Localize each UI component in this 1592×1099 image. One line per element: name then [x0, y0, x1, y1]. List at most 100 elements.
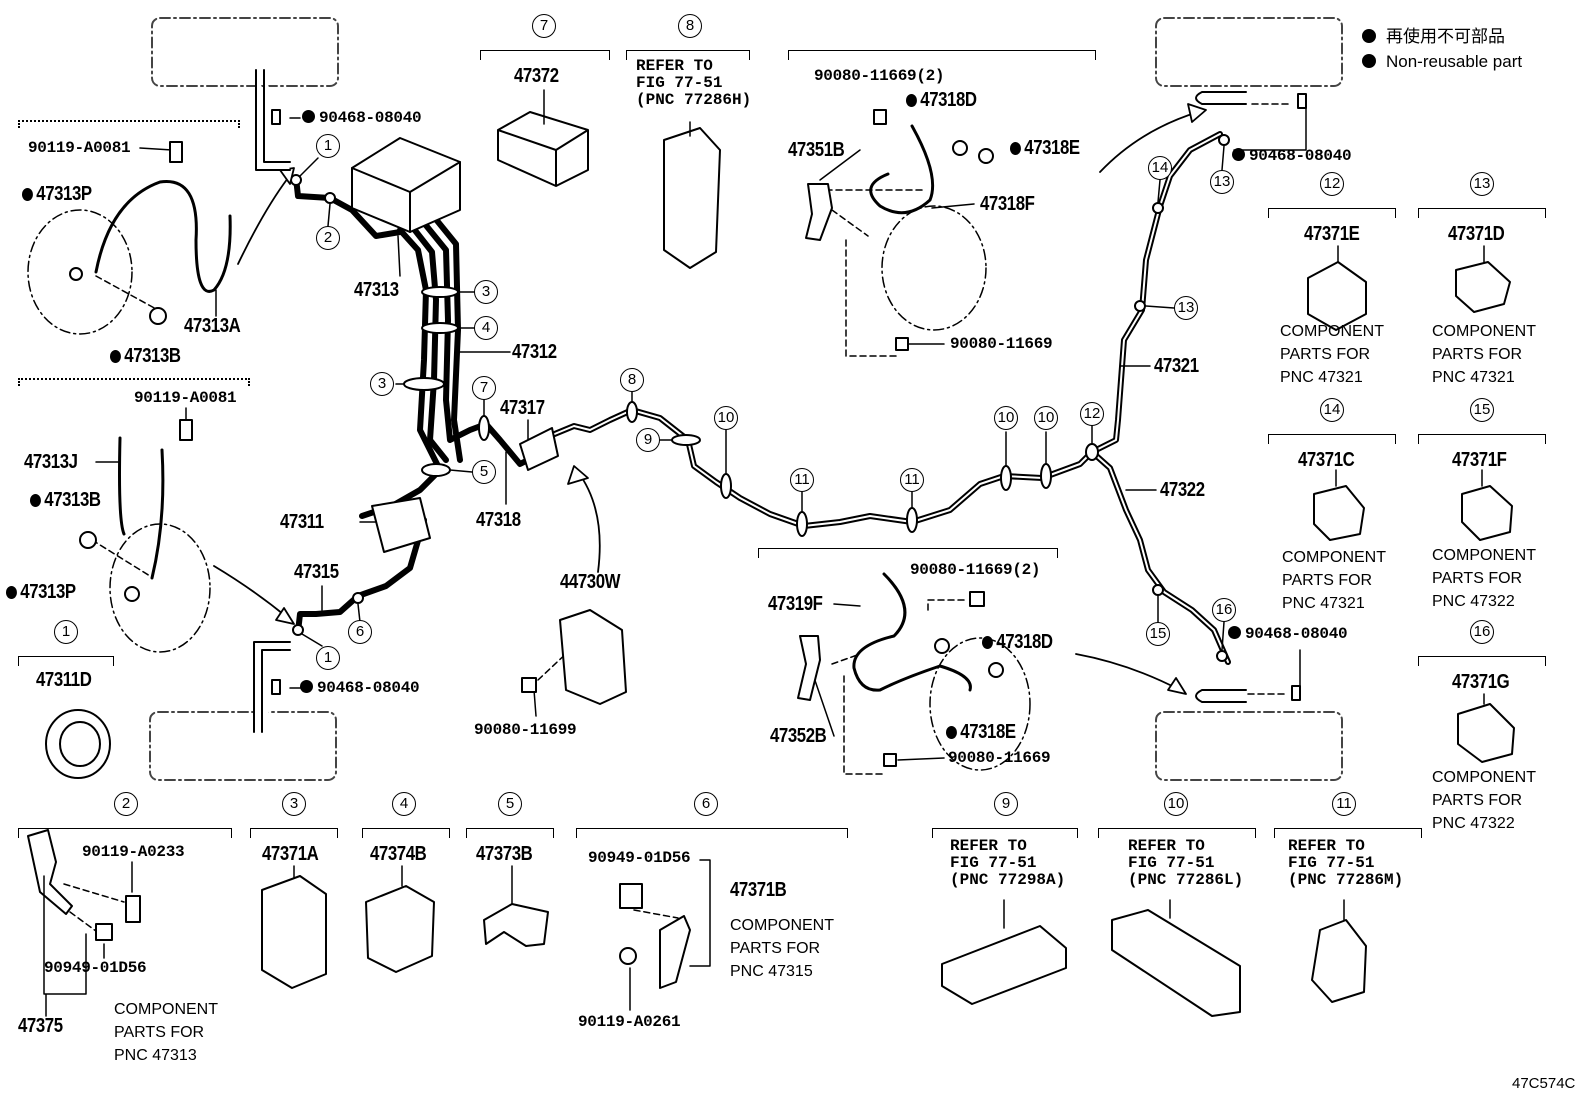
bracket-group-rear-top	[788, 50, 1096, 60]
label-47313b-bot-text: 47313B	[44, 489, 101, 511]
tube-47321-highlight	[1091, 133, 1221, 453]
part-90119-a0233	[125, 895, 141, 923]
clamp-8	[626, 401, 638, 423]
tube-47313	[293, 175, 403, 239]
guide-47352b	[831, 653, 885, 775]
guide-90080-2-bot	[927, 599, 969, 611]
ref-77286h: REFER TO FIG 77-51 (PNC 77286H)	[636, 57, 752, 109]
clip-br	[1291, 685, 1301, 701]
bracket-group-1	[18, 656, 114, 666]
label-47311: 47311	[280, 511, 324, 533]
label-47315: 47315	[294, 561, 339, 583]
ref-box-bottom-left	[149, 711, 337, 781]
label-47351b: 47351B	[788, 139, 845, 161]
tube-end-br	[1195, 689, 1247, 703]
code-90468-tr-text: 90468-08040	[1249, 147, 1352, 165]
part-47375	[27, 829, 73, 915]
bracket-group-13	[1418, 208, 1546, 218]
fitting-90119-bot	[179, 419, 193, 441]
small-fittings	[69, 109, 1004, 767]
label-47352b: 47352B	[770, 725, 827, 747]
bracket-group-8	[626, 50, 750, 60]
callout-47318e-bot	[929, 637, 1031, 771]
code-90468-br-text: 90468-08040	[1245, 625, 1348, 643]
label-47318d-bot-text: 47318D	[996, 631, 1053, 653]
ref-box-top-left	[151, 17, 339, 87]
marker-11b: 11	[900, 468, 924, 492]
clamp-11b	[906, 507, 918, 533]
legend-jp-text: 再使用不可部品	[1386, 27, 1505, 46]
legend-jp: 再使用不可部品	[1362, 28, 1505, 45]
tube-47312-b	[407, 221, 449, 463]
label-47318d-bot: 47318D	[982, 632, 1053, 652]
code-90468-bl: 90468-08040	[300, 680, 420, 696]
non-reusable-dot-icon	[946, 726, 957, 739]
note-47371c: COMPONENT PARTS FOR PNC 47321	[1282, 549, 1386, 612]
group-marker-13: 13	[1470, 172, 1494, 196]
hose-47313a	[94, 180, 232, 293]
note-47371b: COMPONENT PARTS FOR PNC 47315	[730, 917, 834, 980]
marker-4: 4	[474, 316, 498, 340]
dbracket-top-left	[18, 120, 240, 128]
label-47319f: 47319F	[768, 593, 823, 615]
arrow-44730w-head	[567, 465, 589, 485]
marker-10a: 10	[714, 406, 738, 430]
leader-90080-bot	[897, 757, 945, 761]
code-90080-11669-2-bot: 90080-11669(2)	[910, 561, 1041, 579]
reference-boxes	[149, 17, 1343, 781]
fitting-47318d-bot	[934, 638, 950, 654]
group-marker-9: 9	[994, 792, 1018, 816]
tube-47315	[295, 517, 427, 635]
bracket-group-7	[480, 50, 610, 60]
non-reusable-dot-icon	[906, 94, 917, 107]
group-marker-16: 16	[1470, 620, 1494, 644]
fitting-47318d-top	[952, 140, 968, 156]
leader-m14	[1157, 179, 1161, 203]
non-reusable-dot-icon	[22, 188, 33, 201]
label-47371a: 47371A	[262, 843, 319, 865]
code-90949-01d56-b: 90949-01D56	[588, 849, 691, 867]
tube-rear-highlight	[539, 409, 1093, 527]
fitting-47313b-top	[149, 307, 167, 325]
group-marker-2: 2	[114, 792, 138, 816]
label-47372: 47372	[514, 65, 559, 87]
non-reusable-dot-icon	[982, 636, 993, 649]
leader-m13a	[1221, 145, 1225, 171]
non-reusable-dot-icon	[1010, 142, 1021, 155]
part-77286m	[1311, 919, 1367, 1003]
label-47318: 47318	[476, 509, 521, 531]
part-90119-a0261	[619, 947, 637, 965]
clamp-2	[324, 192, 336, 204]
leader-90080-11699	[533, 689, 537, 717]
fitting-47313b-bot	[79, 531, 97, 549]
marker-10b: 10	[994, 406, 1018, 430]
code-90119-a0233: 90119-A0233	[82, 843, 185, 861]
marker-10c: 10	[1034, 406, 1058, 430]
tube-end-tr	[1195, 91, 1247, 105]
part-47371c	[1313, 485, 1365, 541]
label-47371e: 47371E	[1304, 223, 1360, 245]
bracket-group-5	[466, 828, 554, 838]
group-marker-1: 1	[54, 620, 78, 644]
part-77286h	[663, 127, 721, 269]
code-90468-tl-text: 90468-08040	[319, 109, 422, 127]
arrow-to-top-right-head	[1187, 103, 1207, 123]
code-90468-br: 90468-08040	[1228, 625, 1348, 643]
guide-47351b	[825, 189, 927, 357]
tube-47312-c	[417, 215, 543, 467]
group-marker-8: 8	[678, 14, 702, 38]
clip-tl	[271, 109, 281, 125]
ref-box-top-right	[1155, 17, 1343, 87]
leader-47318f	[931, 203, 975, 209]
leader-47313	[397, 235, 401, 277]
note-47375: COMPONENT PARTS FOR PNC 47313	[114, 1001, 218, 1064]
clip-tr	[1297, 93, 1307, 109]
code-90468-tr: 90468-08040	[1232, 147, 1352, 165]
leader-90949-b	[689, 859, 711, 967]
marker-15: 15	[1146, 622, 1170, 646]
guide-47375	[63, 883, 125, 935]
clip-bl	[271, 679, 281, 695]
ref-77286l: REFER TO FIG 77-51 (PNC 77286L)	[1128, 837, 1244, 889]
label-47318d-top: 47318D	[906, 90, 977, 110]
code-90949-01d56-a: 90949-01D56	[44, 959, 147, 977]
